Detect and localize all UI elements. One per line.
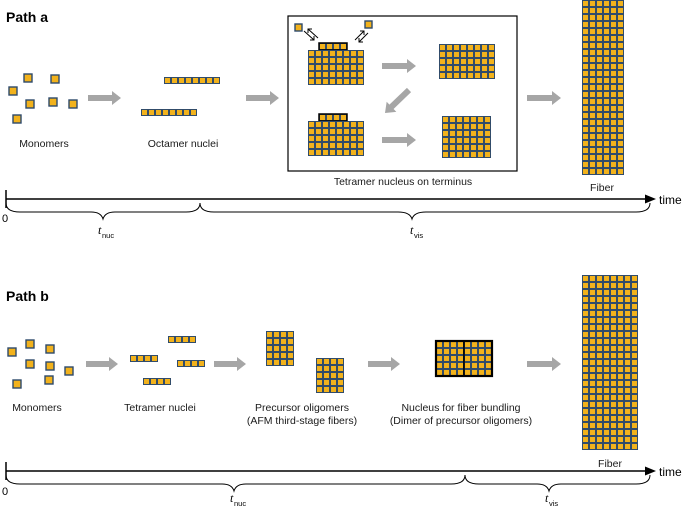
precursor-oligomer <box>316 358 344 393</box>
path-b-axis-arrowhead <box>645 466 656 476</box>
monomer-square-icon <box>23 73 33 83</box>
path-a-fiber-label: Fiber <box>590 182 614 194</box>
fiber-structure <box>582 0 624 175</box>
monomer-square-icon <box>8 86 18 96</box>
fiber-terminus-block <box>442 116 491 158</box>
path-a-tnuc-sub: nuc <box>102 231 114 240</box>
tetramer-nucleus <box>168 336 196 343</box>
path-a-tvis-brace <box>199 202 651 221</box>
path-b-tnuc-brace <box>5 474 466 493</box>
fiber-terminus-block <box>308 121 364 156</box>
path-b-precursor-sublabel: (AFM third-stage fibers) <box>247 415 357 427</box>
grey-arrow-icon <box>246 91 279 105</box>
path-a-octamer-label: Octamer nuclei <box>148 138 219 150</box>
fiber-terminus-block <box>308 50 364 85</box>
path-b-tetramer-label: Tetramer nuclei <box>124 402 196 414</box>
path-b-axis-origin: 0 <box>2 486 8 498</box>
bundling-nucleus-outline <box>434 339 494 378</box>
path-a-tvis-symbol: t <box>410 223 414 237</box>
path-b-title: Path b <box>6 288 49 304</box>
monomer-square-icon <box>44 375 54 385</box>
monomer-square-icon <box>50 74 60 84</box>
tetramer-nucleus <box>143 378 171 385</box>
path-a-title: Path a <box>6 9 48 25</box>
grey-arrow-icon <box>368 357 400 371</box>
octamer-nucleus <box>141 109 197 116</box>
path-a-axis-origin: 0 <box>2 213 8 225</box>
precursor-oligomer <box>266 331 294 366</box>
fiber-structure <box>582 275 638 450</box>
monomer-square-icon <box>45 361 55 371</box>
monomer-square-icon <box>294 23 303 32</box>
monomer-square-icon <box>64 366 74 376</box>
path-a-monomers-label: Monomers <box>19 138 69 150</box>
path-b-fiber-label: Fiber <box>598 458 622 470</box>
grey-arrow-icon <box>86 357 118 371</box>
path-b-tnuc-symbol: t <box>230 491 234 505</box>
monomer-square-icon <box>12 379 22 389</box>
monomer-square-icon <box>48 97 58 107</box>
precursor-oligomer-dimer-right <box>463 340 493 377</box>
path-b-bundling-label: Nucleus for fiber bundling <box>401 402 520 414</box>
grey-arrow-icon <box>527 357 561 371</box>
tetramer-nucleus <box>177 360 205 367</box>
path-a-tvis-sub: vis <box>414 231 423 240</box>
path-a-tetramer-terminus-label: Tetramer nucleus on terminus <box>334 176 472 188</box>
path-a-tnuc-symbol: t <box>98 223 102 237</box>
monomer-square-icon <box>364 20 373 29</box>
path-b-shapes <box>7 275 638 450</box>
path-b-tvis-symbol: t <box>545 491 549 505</box>
path-a-shapes <box>8 0 624 175</box>
tetramer-on-terminus <box>318 42 348 51</box>
tetramer-on-terminus <box>318 113 348 122</box>
path-a-axis-arrowhead <box>645 194 656 204</box>
grey-arrow-icon <box>382 133 416 147</box>
monomer-square-icon <box>68 99 78 109</box>
path-b-bundling-sublabel: (Dimer of precursor oligomers) <box>390 415 532 427</box>
grey-arrow-icon <box>88 91 121 105</box>
path-b-monomers-label: Monomers <box>12 402 62 414</box>
grey-arrow-icon <box>527 91 561 105</box>
path-a-axis-time: time <box>659 193 682 207</box>
terminus-box <box>287 15 518 172</box>
tetramer-nucleus <box>130 355 158 362</box>
monomer-square-icon <box>45 344 55 354</box>
path-b-precursor-label: Precursor oligomers <box>255 402 349 414</box>
monomer-square-icon <box>25 339 35 349</box>
monomer-square-icon <box>25 99 35 109</box>
exchange-arrows-icon <box>303 28 369 43</box>
monomer-square-icon <box>25 359 35 369</box>
path-b-tvis-brace <box>464 474 651 493</box>
precursor-oligomer-dimer-left <box>435 340 465 377</box>
path-b-axis-time: time <box>659 465 682 479</box>
path-b-tnuc-sub: nuc <box>234 499 246 508</box>
grey-arrow-icon <box>382 59 416 73</box>
monomer-square-icon <box>7 347 17 357</box>
monomer-square-icon <box>12 114 22 124</box>
grey-arrow-icon <box>214 357 246 371</box>
octamer-nucleus <box>164 77 220 84</box>
path-b-tvis-sub: vis <box>549 499 558 508</box>
path-a-tnuc-brace <box>5 202 201 221</box>
grey-arrow-icon <box>385 87 412 114</box>
fiber-terminus-block <box>439 44 495 79</box>
